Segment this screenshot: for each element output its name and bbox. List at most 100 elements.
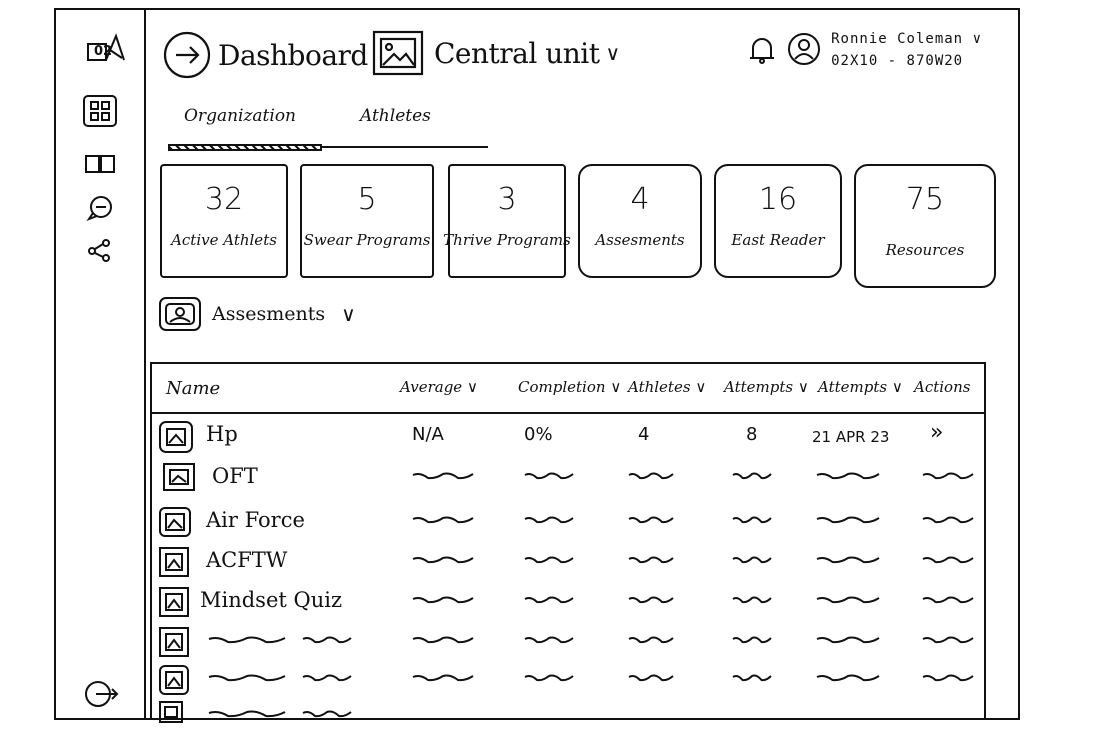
user-area[interactable]: Ronnie Coleman ∨ 02X10 - 870W20 xyxy=(747,28,982,72)
placeholder-squiggle xyxy=(628,552,674,571)
avatar-icon[interactable] xyxy=(787,32,821,66)
table-row[interactable]: Mindset Quiz xyxy=(152,582,984,622)
col-actions[interactable]: Actions xyxy=(914,378,971,396)
unit-selector[interactable]: Central unit ∨ xyxy=(372,30,620,76)
stat-card-swear-programs[interactable]: 5 Swear Programs xyxy=(300,164,434,278)
image-icon xyxy=(159,701,183,723)
image-icon xyxy=(159,547,189,577)
chevron-down-icon: ∨ xyxy=(341,302,356,326)
logout-icon[interactable] xyxy=(82,678,122,710)
placeholder-squiggle xyxy=(732,632,772,651)
stat-label: Thrive Programs xyxy=(443,231,571,249)
placeholder-squiggle xyxy=(816,670,880,689)
row-name: Mindset Quiz xyxy=(200,588,343,612)
user-name: Ronnie Coleman xyxy=(831,31,964,47)
placeholder-squiggle xyxy=(302,706,352,725)
stat-value: 32 xyxy=(204,182,244,217)
stat-label: East Reader xyxy=(731,231,825,249)
table-row[interactable]: OFT xyxy=(152,458,984,498)
row-name: Hp xyxy=(206,422,238,446)
placeholder-squiggle xyxy=(816,592,880,611)
placeholder-squiggle xyxy=(302,632,352,651)
placeholder-squiggle xyxy=(922,670,974,689)
chevron-down-icon: ∨ xyxy=(891,378,903,396)
chat-icon[interactable] xyxy=(82,194,118,222)
table-row[interactable] xyxy=(152,622,984,662)
placeholder-squiggle xyxy=(412,632,474,651)
image-icon xyxy=(163,463,195,491)
stat-card-assesments[interactable]: 4 Assesments xyxy=(578,164,702,278)
stat-label: Active Athlets xyxy=(171,231,277,249)
table-row[interactable] xyxy=(152,696,984,736)
stat-card-east-reader[interactable]: 16 East Reader xyxy=(714,164,842,278)
dashboard-link[interactable]: Dashboard xyxy=(162,30,368,80)
placeholder-squiggle xyxy=(524,592,574,611)
user-id: 02X10 - 870W20 xyxy=(831,53,964,69)
stat-card-active-athletes[interactable]: 32 Active Athlets xyxy=(160,164,288,278)
section-title: Assesments xyxy=(212,303,326,325)
placeholder-squiggle xyxy=(412,552,474,571)
tab-athletes[interactable]: Athletes xyxy=(360,106,431,126)
row-name: Air Force xyxy=(206,508,305,532)
placeholder-squiggle xyxy=(412,592,474,611)
placeholder-squiggle xyxy=(302,670,352,689)
col-attempts-2[interactable]: Attempts ∨ xyxy=(818,378,903,396)
row-athletes: 4 xyxy=(638,424,650,445)
placeholder-squiggle xyxy=(412,670,474,689)
table-row[interactable]: ACFTW xyxy=(152,542,984,582)
share-icon[interactable] xyxy=(82,236,118,264)
table-row[interactable]: Air Force xyxy=(152,502,984,542)
image-icon xyxy=(159,627,189,657)
placeholder-squiggle xyxy=(524,512,574,531)
col-completion[interactable]: Completion ∨ xyxy=(518,378,621,396)
placeholder-squiggle xyxy=(922,592,974,611)
chevron-down-icon: ∨ xyxy=(797,378,809,396)
row-completion: 0% xyxy=(524,424,553,445)
placeholder-squiggle xyxy=(524,552,574,571)
user-info: Ronnie Coleman ∨ 02X10 - 870W20 xyxy=(831,28,982,72)
row-action[interactable]: » xyxy=(930,420,944,445)
col-attempts[interactable]: Attempts ∨ xyxy=(724,378,809,396)
placeholder-squiggle xyxy=(628,670,674,689)
table-row[interactable]: Hp N/A 0% 4 8 21 APR 23 » xyxy=(152,416,984,456)
stat-value: 5 xyxy=(357,182,377,217)
placeholder-squiggle xyxy=(208,670,286,689)
image-icon xyxy=(159,297,201,331)
image-icon xyxy=(159,507,191,537)
col-athletes[interactable]: Athletes ∨ xyxy=(628,378,706,396)
placeholder-squiggle xyxy=(412,512,474,531)
stat-value: 4 xyxy=(630,182,650,217)
placeholder-squiggle xyxy=(922,552,974,571)
stat-card-resources[interactable]: 75 Resources xyxy=(854,164,996,288)
stat-label: Assesments xyxy=(595,231,685,249)
placeholder-squiggle xyxy=(628,632,674,651)
row-average: N/A xyxy=(412,424,444,445)
table-row[interactable] xyxy=(152,660,984,700)
stat-value: 16 xyxy=(758,182,798,217)
book-icon[interactable] xyxy=(82,152,118,176)
grid-icon[interactable] xyxy=(82,94,118,128)
col-name[interactable]: Name xyxy=(166,378,221,399)
assesments-dropdown[interactable]: Assesments ∨ xyxy=(158,296,356,332)
placeholder-squiggle xyxy=(732,552,772,571)
main-content: Dashboard Central unit ∨ xyxy=(146,10,1018,723)
logo[interactable]: 02 xyxy=(82,32,126,72)
stat-value: 75 xyxy=(905,182,945,217)
placeholder-squiggle xyxy=(208,632,286,651)
placeholder-squiggle xyxy=(732,670,772,689)
placeholder-squiggle xyxy=(524,670,574,689)
placeholder-squiggle xyxy=(628,512,674,531)
col-label: Average xyxy=(400,378,463,396)
image-icon xyxy=(372,30,424,76)
bell-icon[interactable] xyxy=(747,36,777,64)
col-average[interactable]: Average ∨ xyxy=(400,378,478,396)
arrow-right-icon xyxy=(163,31,211,79)
image-icon xyxy=(159,665,189,695)
tab-organization[interactable]: Organization xyxy=(184,106,297,126)
stat-card-thrive-programs[interactable]: 3 Thrive Programs xyxy=(443,164,571,278)
placeholder-squiggle xyxy=(524,632,574,651)
row-name: OFT xyxy=(212,464,258,488)
app-frame: 02 xyxy=(54,8,1020,723)
placeholder-squiggle xyxy=(628,468,674,487)
logo-text: 02 xyxy=(94,44,113,59)
